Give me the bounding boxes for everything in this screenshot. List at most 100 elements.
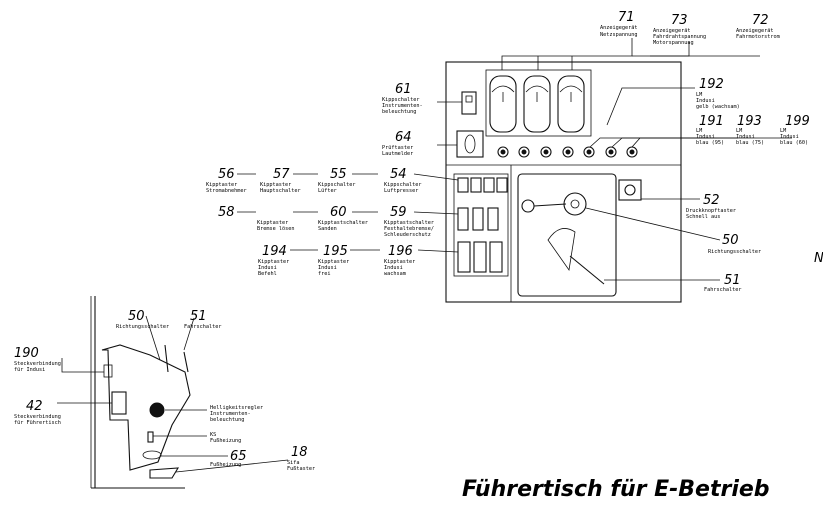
label-196-caption-2: Indusi <box>384 265 403 271</box>
label-73-caption-2: Fahrdrahtspannung <box>653 34 706 40</box>
label-71-number: 71 <box>618 10 635 25</box>
gauge-72 <box>557 75 585 133</box>
indicator-lamp-row <box>497 146 638 158</box>
label-193-caption-2: Indusi <box>736 134 755 140</box>
button-64 <box>456 130 484 158</box>
label-191-caption-1: LM <box>696 128 702 134</box>
label-52-caption-1: Druckknopftaster <box>686 208 736 214</box>
label-64-number: 64 <box>395 130 412 145</box>
label-59-number: 59 <box>390 205 407 220</box>
toggle-switch-grid <box>453 173 509 277</box>
label-42-number: 42 <box>26 399 43 414</box>
label-brightness-caption-1: Helligkeitsregler <box>210 405 263 411</box>
side-view <box>90 296 191 489</box>
label-18-caption-2: Fußtaster <box>287 466 315 472</box>
label-60-caption-1: Kipptastschalter <box>318 220 368 226</box>
label-56-number: 56 <box>218 167 235 182</box>
label-brightness-caption-2: Instrumenten- <box>210 411 251 417</box>
label-71-caption-2: Netzspannung <box>600 32 637 38</box>
edge-mark: N <box>814 251 823 266</box>
label-64-caption-1: Prüftaster <box>382 145 413 151</box>
lever-unit <box>517 173 617 297</box>
label-52-caption-2: Schnell aus <box>686 214 720 220</box>
label-191-caption-2: Indusi <box>696 134 715 140</box>
label-59-caption-3: Schleuderschutz <box>384 232 431 238</box>
label-72-number: 72 <box>752 13 769 28</box>
label-196-number: 196 <box>388 244 413 259</box>
label-190-number: 190 <box>14 346 39 361</box>
label-73-caption-1: Anzeigegerät <box>653 28 690 34</box>
label-61-caption-1: Kippschalter <box>382 97 419 103</box>
label-195-caption-1: Kipptaster <box>318 259 349 265</box>
label-ks-caption-1: KS <box>210 432 216 438</box>
label-61-number: 61 <box>395 82 412 97</box>
label-42-caption-1: Steckverbindung <box>14 414 61 420</box>
label-18-caption-1: Sifa <box>287 460 300 466</box>
label-199-caption-3: blau (60) <box>780 140 808 146</box>
label-196-caption-1: Kipptaster <box>384 259 415 265</box>
control-panel <box>445 61 682 303</box>
leader-lines <box>57 38 792 473</box>
label-54-number: 54 <box>390 167 407 182</box>
label-65-caption: Fußheizung <box>210 462 241 468</box>
label-195-caption-3: frei <box>318 271 331 277</box>
label-192-caption-3: gelb (wachsam) <box>696 104 740 110</box>
label-55-caption-2: Lüfter <box>318 188 337 194</box>
label-57-caption-2: Hauptschalter <box>260 188 301 194</box>
label-51-number: 51 <box>724 273 741 288</box>
gauge-71 <box>489 75 517 133</box>
label-61-caption-3: beleuchtung <box>382 109 416 115</box>
label-60-number: 60 <box>330 205 347 220</box>
label-194-number: 194 <box>262 244 287 259</box>
label-58-caption-2: Bremse lösen <box>257 226 294 232</box>
side-label-50-number: 50 <box>128 309 145 324</box>
side-label-51-caption: Fahrschalter <box>184 324 221 330</box>
label-195-number: 195 <box>323 244 348 259</box>
label-54-caption-1: Kippschalter <box>384 182 421 188</box>
label-194-caption-3: Befehl <box>258 271 277 277</box>
label-60-caption-2: Sanden <box>318 226 337 232</box>
label-ks-caption-2: Fußheizung <box>210 438 241 444</box>
label-55-number: 55 <box>330 167 347 182</box>
side-label-51-number: 51 <box>190 309 207 324</box>
label-58-number: 58 <box>218 205 235 220</box>
label-199-caption-2: Indusi <box>780 134 799 140</box>
label-199-caption-1: LM <box>780 128 786 134</box>
label-55-caption-1: Kippschalter <box>318 182 355 188</box>
label-194-caption-2: Indusi <box>258 265 277 271</box>
label-73-caption-3: Motorspannung <box>653 40 694 46</box>
label-59-caption-1: Kipptastschalter <box>384 220 434 226</box>
label-64-caption-2: Lautmelder <box>382 151 413 157</box>
label-194-caption-1: Kipptaster <box>258 259 289 265</box>
label-71-caption-1: Anzeigegerät <box>600 25 637 31</box>
label-72-caption-2: Fahrmotorstrom <box>736 34 780 40</box>
label-56-caption-1: Kipptaster <box>206 182 237 188</box>
label-73-number: 73 <box>671 13 688 28</box>
label-195-caption-2: Indusi <box>318 265 337 271</box>
label-190-caption-1: Steckverbindung <box>14 361 61 367</box>
label-72-caption-1: Anzeigegerät <box>736 28 773 34</box>
label-50-caption-1: Richtungsschalter <box>708 249 761 255</box>
label-199-number: 199 <box>785 114 810 129</box>
switch-61 <box>461 91 477 115</box>
label-57-caption-1: Kipptaster <box>260 182 291 188</box>
gauge-73 <box>523 75 551 133</box>
label-50-number: 50 <box>722 233 739 248</box>
label-54-caption-2: Luftpresser <box>384 188 418 194</box>
label-59-caption-2: Festhaltebremse/ <box>384 226 434 232</box>
label-196-caption-3: wachsam <box>384 271 406 277</box>
side-label-50-caption: Richtungsschalter <box>116 324 169 330</box>
drawing-title: Führertisch für E-Betrieb <box>462 477 770 502</box>
label-61-caption-2: Instrumenten- <box>382 103 423 109</box>
label-192-caption-1: LM <box>696 92 702 98</box>
label-191-caption-3: blau (95) <box>696 140 724 146</box>
label-52-number: 52 <box>703 193 720 208</box>
label-58-caption-1: Kipptaster <box>257 220 288 226</box>
label-42-caption-2: für Führertisch <box>14 420 61 426</box>
label-18-number: 18 <box>291 445 308 460</box>
label-65-number: 65 <box>230 449 247 464</box>
label-193-caption-1: LM <box>736 128 742 134</box>
label-192-number: 192 <box>699 77 724 92</box>
label-192-caption-2: Indusi <box>696 98 715 104</box>
